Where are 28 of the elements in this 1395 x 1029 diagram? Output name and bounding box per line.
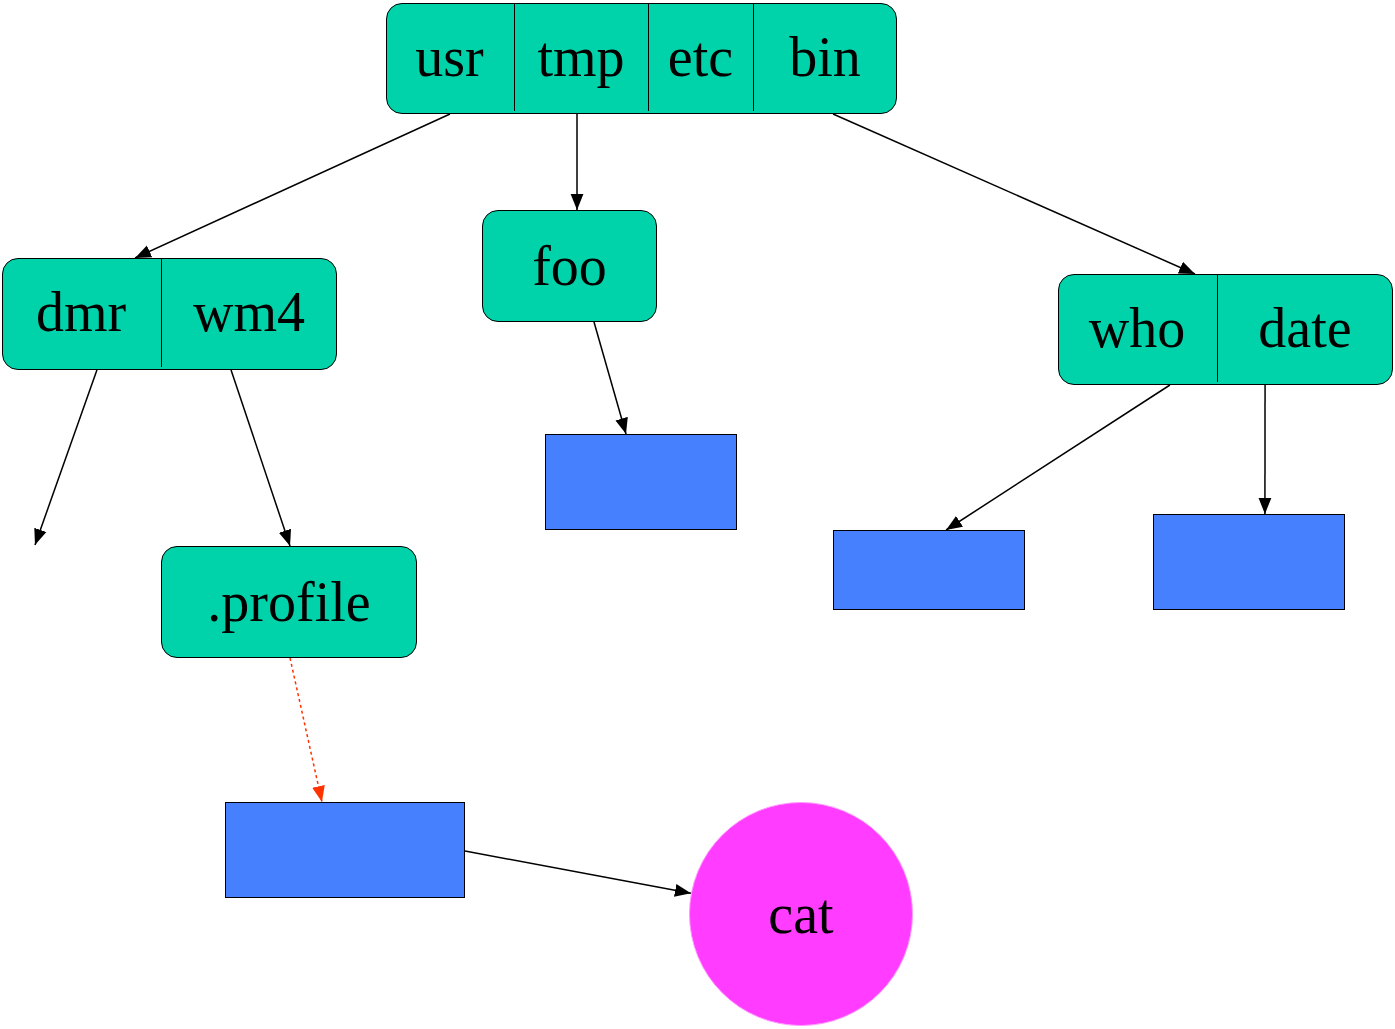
node-label: who [1088,299,1186,356]
arrow [34,369,98,546]
record-box [386,3,897,114]
arrow [1258,384,1272,515]
arrow [289,657,325,803]
arrow [134,113,451,259]
arrow [945,384,1171,531]
file-box [545,434,737,530]
arrow [593,321,628,435]
arrow [464,850,692,897]
record-box [482,210,657,322]
arrow [832,113,1196,275]
arrow [570,113,584,211]
node-label: foo [532,238,607,294]
record-box [2,258,337,370]
file-box [225,802,465,898]
node-label: date [1258,299,1352,356]
node-label: cat [768,886,834,942]
node-label: wm4 [193,284,305,340]
file-box [833,530,1025,610]
record-box [161,546,417,658]
node-label: etc [667,28,734,85]
record-box [1058,274,1393,385]
arrow [230,369,291,547]
file-box [1153,514,1345,610]
node-label: dmr [35,284,127,340]
node-label: usr [415,28,484,85]
node-label: bin [789,28,861,85]
